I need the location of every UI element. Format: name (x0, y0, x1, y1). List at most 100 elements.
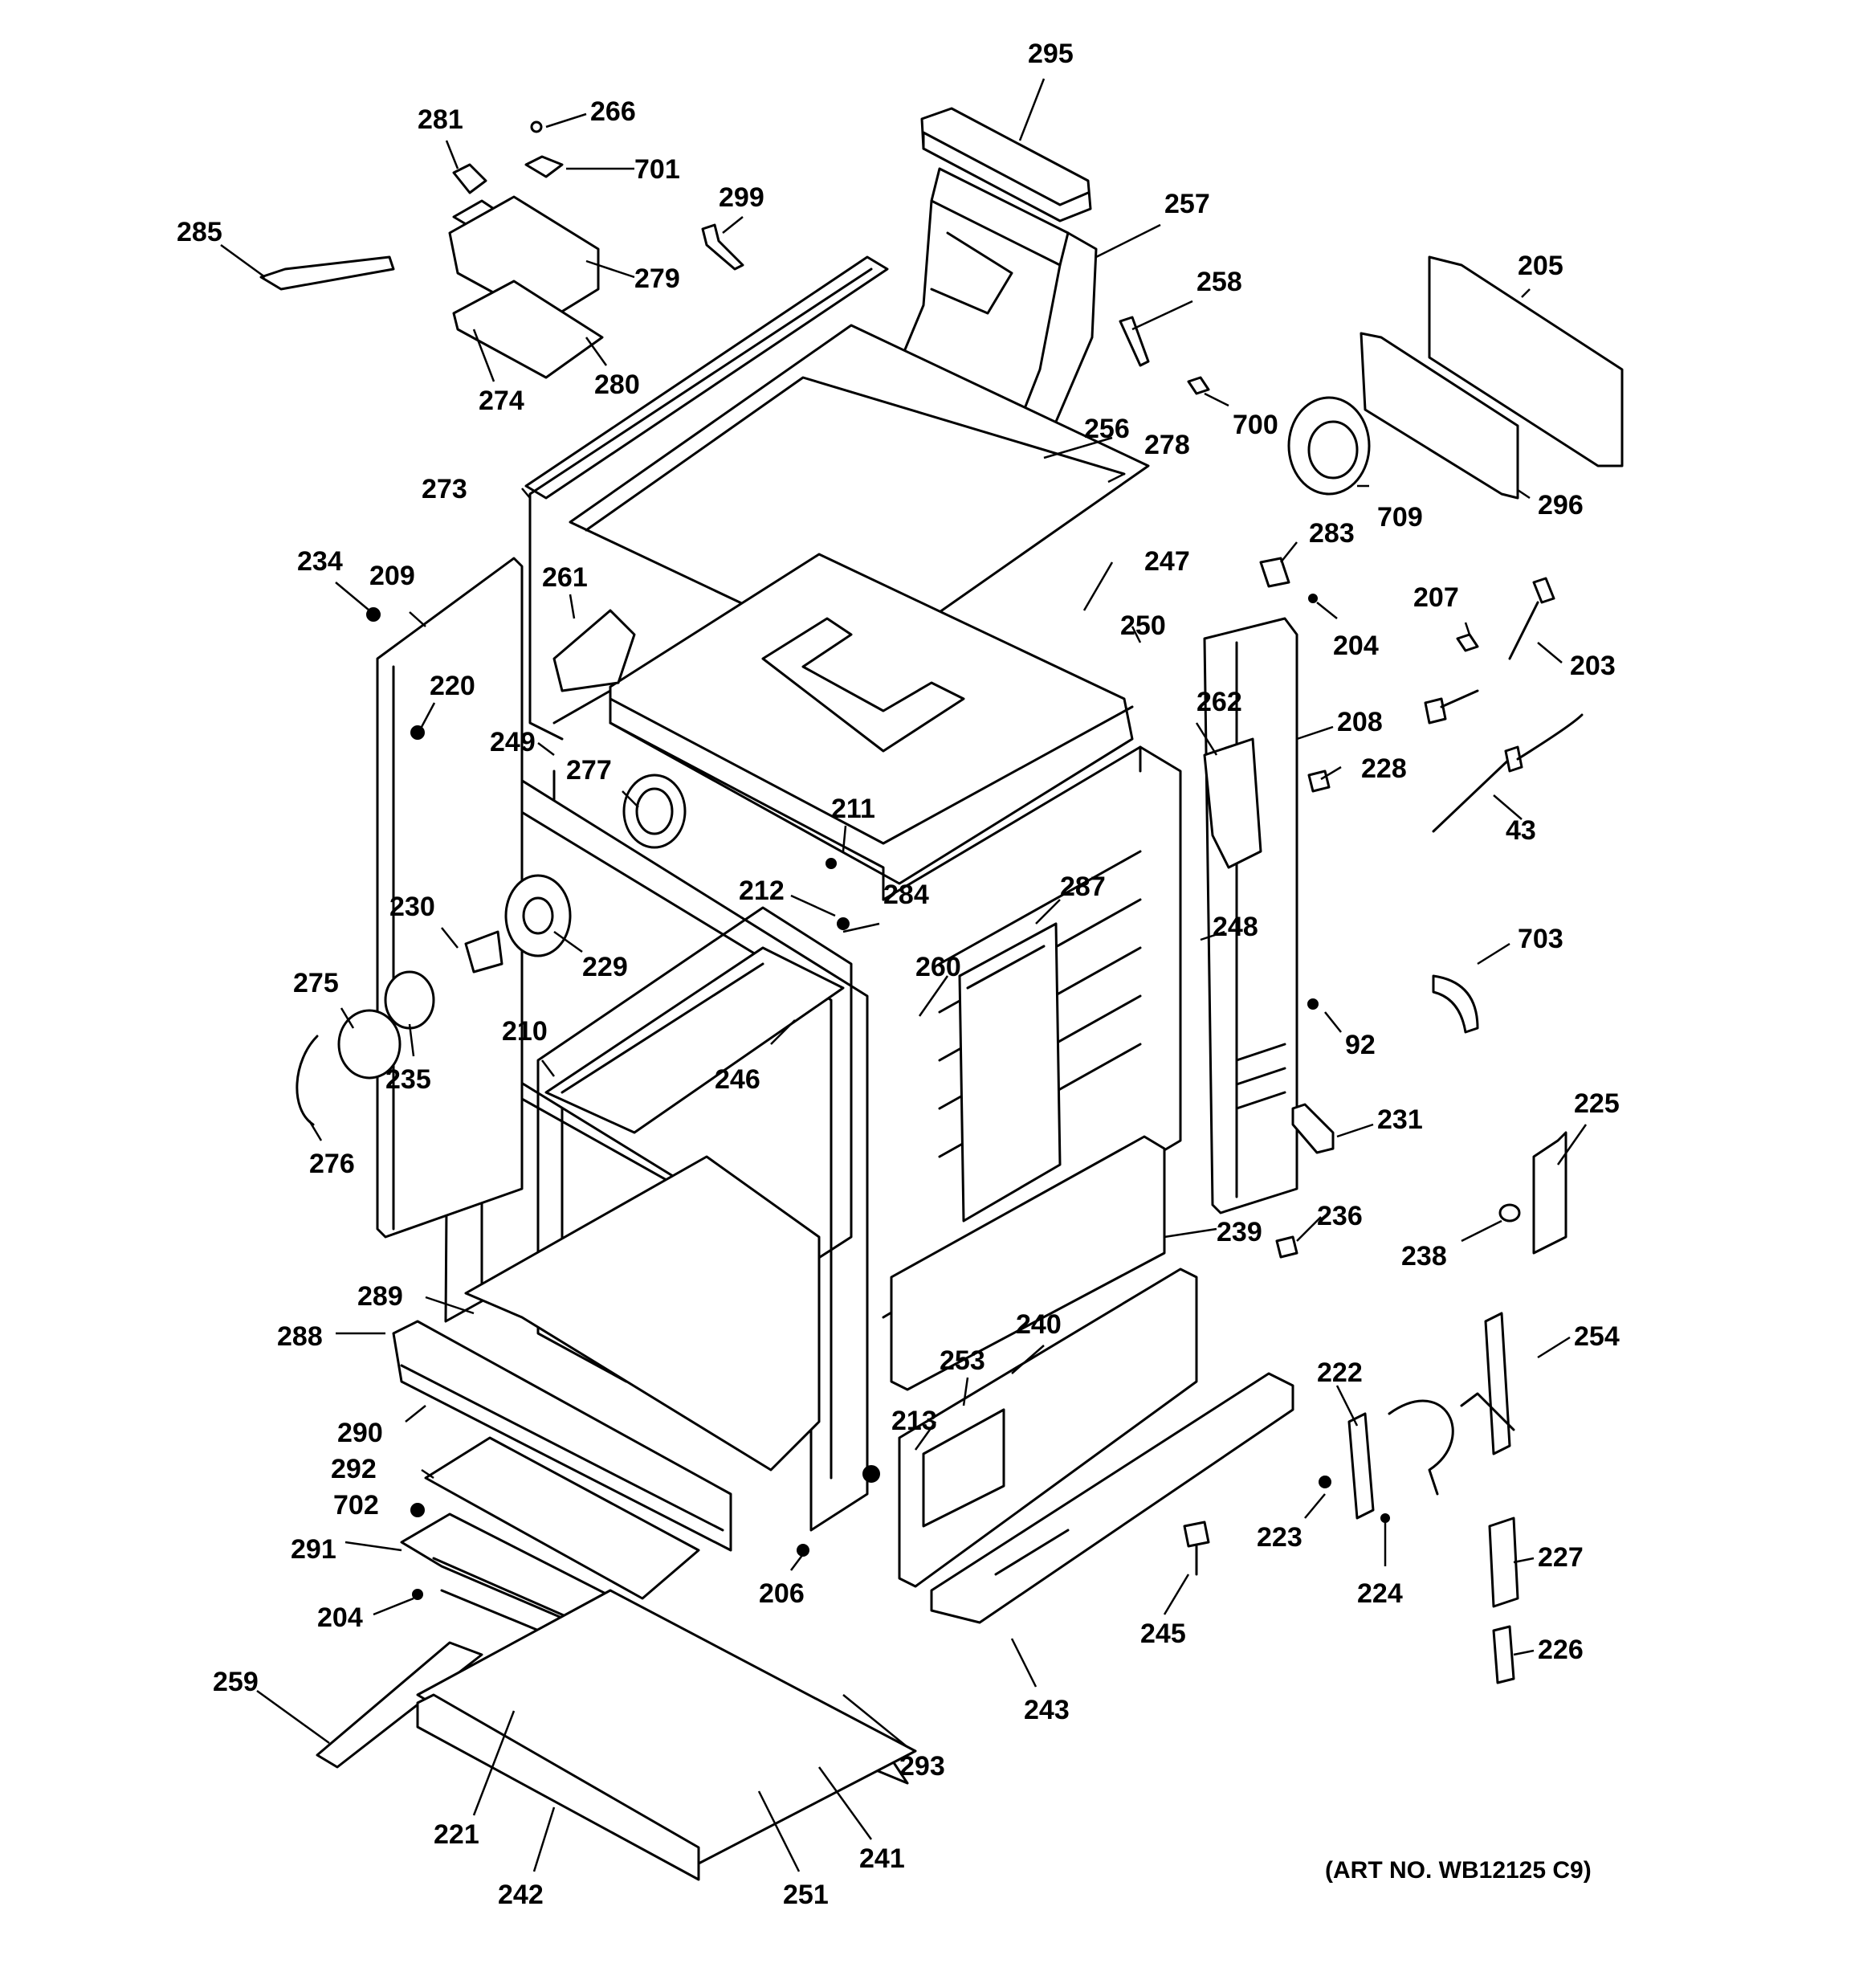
callout-234: 234 (297, 546, 343, 577)
callout-43: 43 (1506, 815, 1536, 846)
part-insulation-right (1203, 737, 1262, 869)
part-vent-trim (920, 107, 1092, 222)
part-light-ring (622, 774, 687, 849)
part-nut-236 (1275, 1235, 1298, 1259)
callout-205: 205 (1518, 251, 1563, 281)
callout-281: 281 (418, 104, 463, 135)
part-clip-207 (1456, 633, 1479, 652)
callout-225: 225 (1574, 1088, 1620, 1119)
part-spring-link (1492, 1625, 1515, 1684)
callout-299: 299 (719, 182, 764, 213)
callout-253: 253 (940, 1345, 985, 1376)
part-drawer-slide (316, 1641, 483, 1769)
callout-206: 206 (759, 1578, 805, 1609)
callout-250: 250 (1120, 610, 1166, 641)
callout-243: 243 (1024, 1695, 1070, 1725)
leader-lines (220, 78, 1588, 1872)
callout-289: 289 (357, 1281, 403, 1312)
part-clip-700 (1187, 376, 1210, 395)
part-light-lens (296, 1009, 402, 1126)
callout-249: 249 (490, 727, 536, 757)
part-spring (1488, 1517, 1519, 1608)
callout-254: 254 (1574, 1321, 1620, 1352)
callout-278: 278 (1144, 430, 1190, 460)
part-bracket-258 (1119, 316, 1150, 367)
callout-224: 224 (1357, 1578, 1403, 1609)
callout-266: 266 (590, 96, 636, 127)
callout-257: 257 (1164, 189, 1210, 219)
callout-240: 240 (1016, 1309, 1062, 1340)
callout-262: 262 (1196, 687, 1242, 717)
callout-203: 203 (1570, 651, 1616, 681)
part-drawer-bottom (424, 1436, 700, 1600)
callout-212: 212 (739, 876, 785, 906)
callout-230: 230 (389, 892, 435, 922)
callout-227: 227 (1538, 1542, 1584, 1573)
callout-274: 274 (479, 386, 524, 416)
callout-288: 288 (277, 1321, 323, 1352)
part-rear-shield (1360, 332, 1519, 500)
callout-226: 226 (1538, 1635, 1584, 1665)
callout-231: 231 (1377, 1104, 1423, 1135)
part-shield-703 (1432, 974, 1479, 1034)
callout-220: 220 (430, 671, 475, 701)
callout-248: 248 (1213, 912, 1258, 942)
art-number: (ART NO. WB12125 C9) (1325, 1857, 1592, 1884)
part-connector-299 (701, 223, 744, 271)
part-bracket-231 (1291, 1103, 1335, 1154)
callout-208: 208 (1337, 707, 1383, 737)
part-small-bracket (452, 163, 487, 194)
part-broiler-pan (464, 1155, 821, 1472)
part-probe-tab (259, 255, 395, 291)
callout-235: 235 (385, 1064, 431, 1095)
callout-276: 276 (309, 1149, 355, 1179)
callout-260: 260 (915, 952, 961, 982)
part-top-trim (524, 255, 889, 741)
callout-229: 229 (582, 952, 628, 982)
callout-287: 287 (1060, 872, 1106, 902)
callout-291: 291 (291, 1534, 336, 1565)
callout-261: 261 (542, 562, 588, 593)
callout-228: 228 (1361, 753, 1407, 784)
part-flue-ring (1287, 396, 1371, 496)
callout-241: 241 (859, 1843, 905, 1874)
callout-273: 273 (422, 474, 467, 504)
part-connector-plug (1424, 689, 1479, 725)
part-bottom-rail (416, 1693, 700, 1881)
callout-222: 222 (1317, 1357, 1363, 1388)
callout-247: 247 (1144, 546, 1190, 577)
callout-259: 259 (213, 1667, 259, 1697)
hardware-dots (366, 594, 1390, 1600)
callout-285: 285 (177, 217, 222, 247)
callout-245: 245 (1140, 1619, 1186, 1649)
part-light-bulb (384, 970, 435, 1030)
callout-211: 211 (831, 794, 875, 824)
callout-256: 256 (1084, 414, 1130, 444)
part-rear-cover (1428, 255, 1624, 467)
callout-213: 213 (891, 1406, 937, 1436)
part-cord-203 (1508, 577, 1555, 660)
part-leveling-leg (1183, 1521, 1210, 1576)
part-light-socket (464, 874, 572, 974)
part-clip-228 (1307, 769, 1331, 793)
callout-702: 702 (333, 1490, 379, 1521)
callout-275: 275 (293, 968, 339, 998)
part-insulation-left (552, 609, 636, 692)
callout-293: 293 (899, 1751, 945, 1782)
part-screw-266 (530, 120, 543, 133)
callout-239: 239 (1217, 1217, 1262, 1247)
callout-209: 209 (369, 561, 415, 591)
part-hinge-bracket (1460, 1312, 1515, 1455)
part-terminal-block (1532, 1131, 1567, 1255)
callout-labels: 295 281 266 701 299 285 279 280 274 257 … (177, 39, 1620, 1910)
callout-280: 280 (594, 369, 640, 400)
callout-242: 242 (498, 1880, 544, 1910)
callout-283: 283 (1309, 518, 1355, 549)
part-lower-back-panel (890, 1135, 1166, 1391)
callout-284: 284 (883, 880, 929, 910)
callout-290: 290 (337, 1418, 383, 1448)
callout-258: 258 (1196, 267, 1242, 297)
callout-223: 223 (1257, 1522, 1302, 1553)
callout-296: 296 (1538, 490, 1584, 520)
part-oven-bottom (544, 946, 845, 1134)
